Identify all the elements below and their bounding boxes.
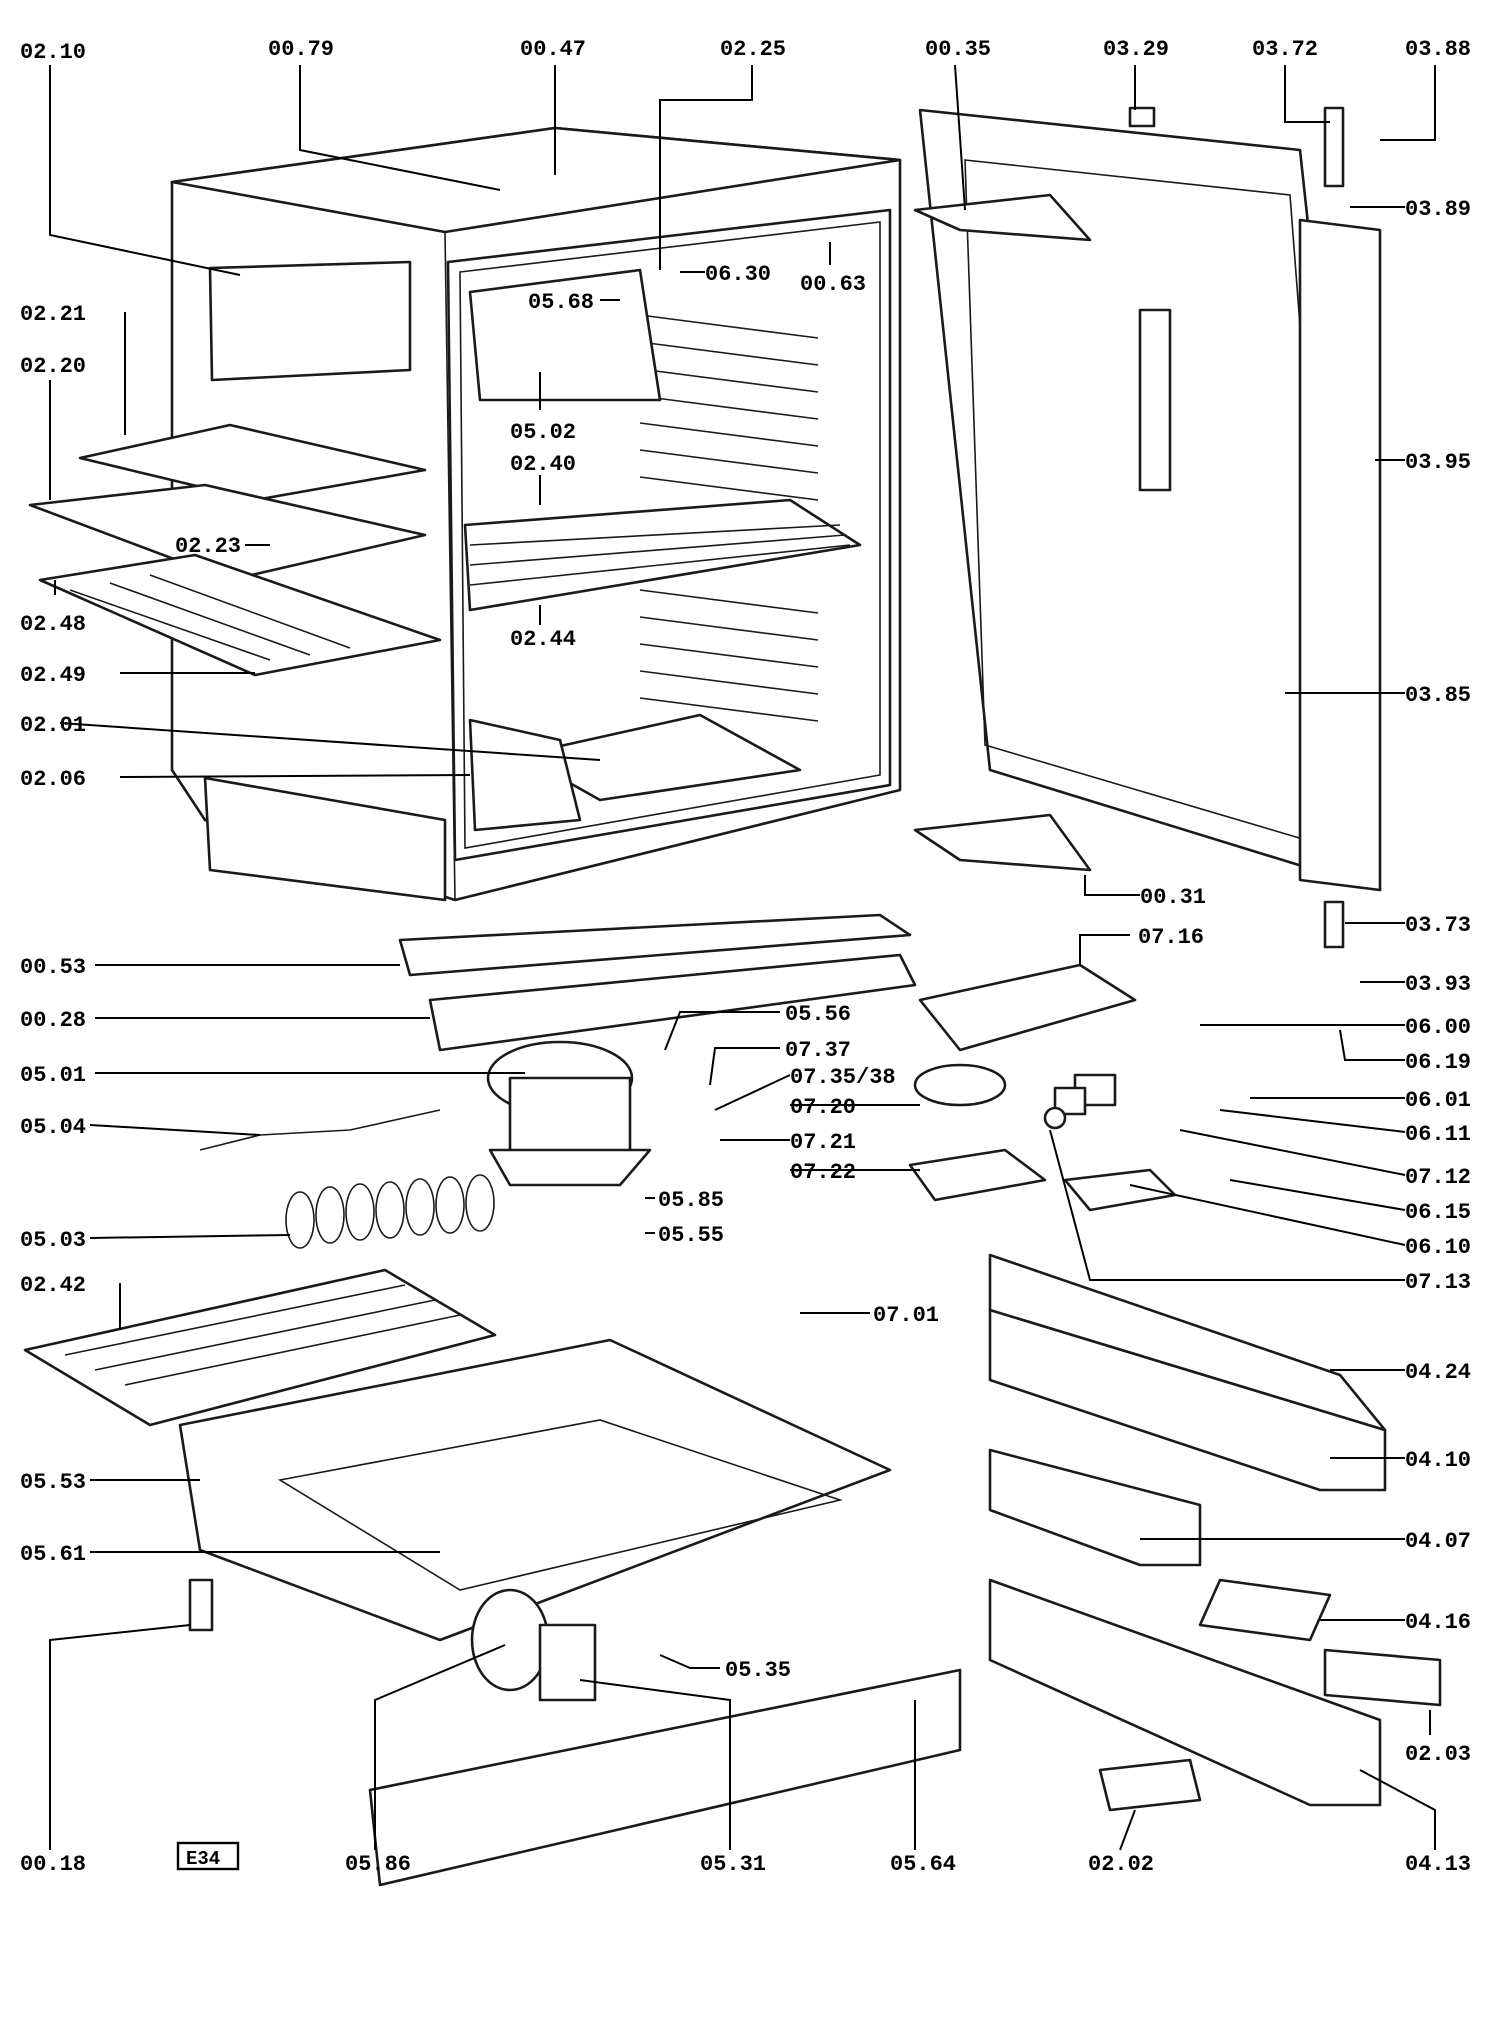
label-05-68: 05.68 [528, 290, 594, 315]
label-00-47: 00.47 [520, 37, 586, 62]
label-07-16: 07.16 [1138, 925, 1204, 950]
label-03-89: 03.89 [1405, 197, 1471, 222]
hinge-00-31 [913, 813, 1092, 872]
label-02-23: 02.23 [175, 534, 241, 559]
label-07-22: 07.22 [790, 1160, 856, 1185]
label-00-35: 00.35 [925, 37, 991, 62]
label-02-01: 02.01 [20, 713, 86, 738]
label-05-64: 05.64 [890, 1852, 956, 1877]
label-05-03: 05.03 [20, 1228, 86, 1253]
evaporator-ribs [639, 314, 819, 722]
label-02-48: 02.48 [20, 612, 86, 637]
label-05-31: 05.31 [700, 1852, 766, 1877]
label-00-63: 00.63 [800, 272, 866, 297]
crisper-drawer [518, 713, 802, 802]
label-07-12: 07.12 [1405, 1165, 1471, 1190]
door-assembly [913, 106, 1382, 949]
label-06-15: 06.15 [1405, 1200, 1471, 1225]
label-06-10: 06.10 [1405, 1235, 1471, 1260]
label-02-44: 02.44 [510, 627, 576, 652]
label-04-16: 04.16 [1405, 1610, 1471, 1635]
label-06-30: 06.30 [705, 262, 771, 287]
base-trims [398, 913, 917, 1052]
label-02-10: 02.10 [20, 40, 86, 65]
label-03-72: 03.72 [1252, 37, 1318, 62]
label-04-07: 04.07 [1405, 1529, 1471, 1554]
label-06-19: 06.19 [1405, 1050, 1471, 1075]
label-02-20: 02.20 [20, 354, 86, 379]
label-02-40: 02.40 [510, 452, 576, 477]
label-05-35: 05.35 [725, 1658, 791, 1683]
door-shelves [988, 1253, 1442, 1812]
label-02-25: 02.25 [720, 37, 786, 62]
label-02-49: 02.49 [20, 663, 86, 688]
label-07-21: 07.21 [790, 1130, 856, 1155]
label-05-56: 05.56 [785, 1002, 851, 1027]
shelf-02-42 [23, 1268, 497, 1427]
leader-lines [49, 64, 1436, 1851]
label-00-18: 00.18 [20, 1852, 86, 1877]
label-04-10: 04.10 [1405, 1448, 1471, 1473]
label-00-53: 00.53 [20, 955, 86, 980]
label-03-73: 03.73 [1405, 913, 1471, 938]
label-07-37: 07.37 [785, 1038, 851, 1063]
label-07-13: 07.13 [1405, 1270, 1471, 1295]
label-05-02: 05.02 [510, 420, 576, 445]
condenser-coil [285, 1174, 495, 1249]
label-02-02: 02.02 [1088, 1852, 1154, 1877]
part-labels: 02.10 00.79 00.47 02.25 00.35 03.29 03.7… [20, 37, 1471, 1877]
label-02-42: 02.42 [20, 1273, 86, 1298]
sheet-code-box: E34 [176, 1841, 240, 1871]
sheet-code: E34 [186, 1848, 220, 1870]
label-05-86: 05.86 [345, 1852, 411, 1877]
label-00-79: 00.79 [268, 37, 334, 62]
label-04-13: 04.13 [1405, 1852, 1471, 1877]
label-06-01: 06.01 [1405, 1088, 1471, 1113]
label-02-06: 02.06 [20, 767, 86, 792]
label-07-01: 07.01 [873, 1303, 939, 1328]
label-03-93: 03.93 [1405, 972, 1471, 997]
label-05-01: 05.01 [20, 1063, 86, 1088]
label-02-21: 02.21 [20, 302, 86, 327]
label-05-61: 05.61 [20, 1542, 86, 1567]
label-07-20: 07.20 [790, 1095, 856, 1120]
label-06-11: 06.11 [1405, 1122, 1471, 1147]
label-05-04: 05.04 [20, 1115, 86, 1140]
label-05-85: 05.85 [658, 1188, 724, 1213]
label-07-35-38: 07.35/38 [790, 1065, 896, 1090]
label-05-53: 05.53 [20, 1470, 86, 1495]
label-03-88: 03.88 [1405, 37, 1471, 62]
label-00-28: 00.28 [20, 1008, 86, 1033]
label-03-95: 03.95 [1405, 450, 1471, 475]
label-05-55: 05.55 [658, 1223, 724, 1248]
label-03-85: 03.85 [1405, 683, 1471, 708]
label-06-00: 06.00 [1405, 1015, 1471, 1040]
label-03-29: 03.29 [1103, 37, 1169, 62]
loose-shelves [28, 260, 442, 677]
freezer-compartment [468, 268, 662, 402]
shelf-02-40 [463, 498, 862, 612]
electrical-parts [908, 963, 1177, 1212]
label-04-24: 04.24 [1405, 1360, 1471, 1385]
label-00-31: 00.31 [1140, 885, 1206, 910]
base-frame [178, 1338, 962, 1887]
label-02-03: 02.03 [1405, 1742, 1471, 1767]
hinge-00-35 [913, 193, 1092, 242]
compressor-group [199, 1040, 652, 1249]
